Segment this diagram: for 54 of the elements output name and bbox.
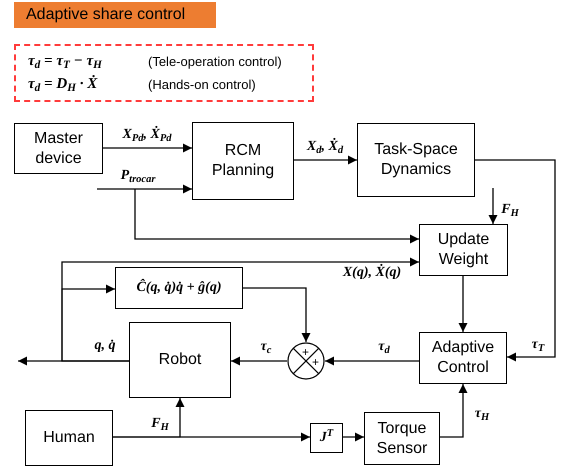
edge-label: τ$_{c}$ <box>260 340 272 354</box>
edge-label: F$_{H}$ <box>501 203 519 217</box>
mode-label: (Tele-operation control) <box>148 52 283 71</box>
arrow <box>458 276 468 332</box>
node-label: Robot <box>158 350 202 370</box>
arrow <box>440 384 468 438</box>
edge-label: q, q̇ <box>94 339 116 353</box>
mode-label: (Hands-on control) <box>148 76 257 94</box>
node-label: Adaptive Control <box>430 338 496 378</box>
arrow <box>113 432 310 442</box>
arrow <box>97 184 192 194</box>
node-label: Master device <box>33 128 84 168</box>
arrow <box>231 356 287 366</box>
arrow <box>343 432 364 442</box>
block-box <box>364 412 440 465</box>
arrow <box>294 156 357 164</box>
summing-junction <box>287 342 325 380</box>
node-label: Ĉ(q, q̇)q̇ + ĝ(q) <box>136 279 222 297</box>
arrow <box>475 159 556 362</box>
edge-label: X$_{d}$, Ẋ$_{d}$ <box>306 140 344 154</box>
block-box <box>192 122 294 200</box>
arrow <box>243 287 310 342</box>
block-box <box>357 123 475 197</box>
sign-label: + <box>312 356 320 368</box>
equation-panel <box>14 44 314 102</box>
node-label: Update Weight <box>436 230 490 270</box>
arrow <box>103 144 192 152</box>
edge-label: τ$_{T}$ <box>532 338 544 352</box>
block-box <box>129 322 231 398</box>
arrow <box>488 188 498 224</box>
block-box <box>14 123 103 174</box>
edge-label: F$_{H}$ <box>151 417 169 431</box>
node-label: J$^{T}$ <box>320 429 334 447</box>
node-label: RCM Planning <box>210 141 276 181</box>
node-label: Torque Sensor <box>376 418 428 458</box>
block-box <box>419 224 508 276</box>
block-box <box>310 423 343 453</box>
arrow <box>61 258 419 362</box>
arrow <box>325 356 419 366</box>
edge-label: P$_{trocar}$ <box>120 169 156 183</box>
edge-label: X(q), Ẋ(q) <box>342 266 402 280</box>
sign-label: + <box>302 346 310 358</box>
equation: τ$_{d}$ = D$_{H}$ · Ẋ <box>28 74 98 96</box>
block-box <box>25 410 113 466</box>
block-box <box>115 267 243 309</box>
equation: τ$_{d}$ = τ$_{T}$ − τ$_{H}$ <box>28 52 104 73</box>
edge-label: X$_{Pd}$, Ẋ$_{Pd}$ <box>122 128 172 142</box>
block-box <box>419 332 507 384</box>
node-label: Task-Space Dynamics <box>373 140 459 180</box>
arrow <box>134 189 419 244</box>
node-label: Human <box>42 428 96 448</box>
title-banner: Adaptive share control <box>14 2 216 28</box>
edge-label: τ$_{H}$ <box>474 407 490 421</box>
edge-label: τ$_{d}$ <box>378 340 390 354</box>
